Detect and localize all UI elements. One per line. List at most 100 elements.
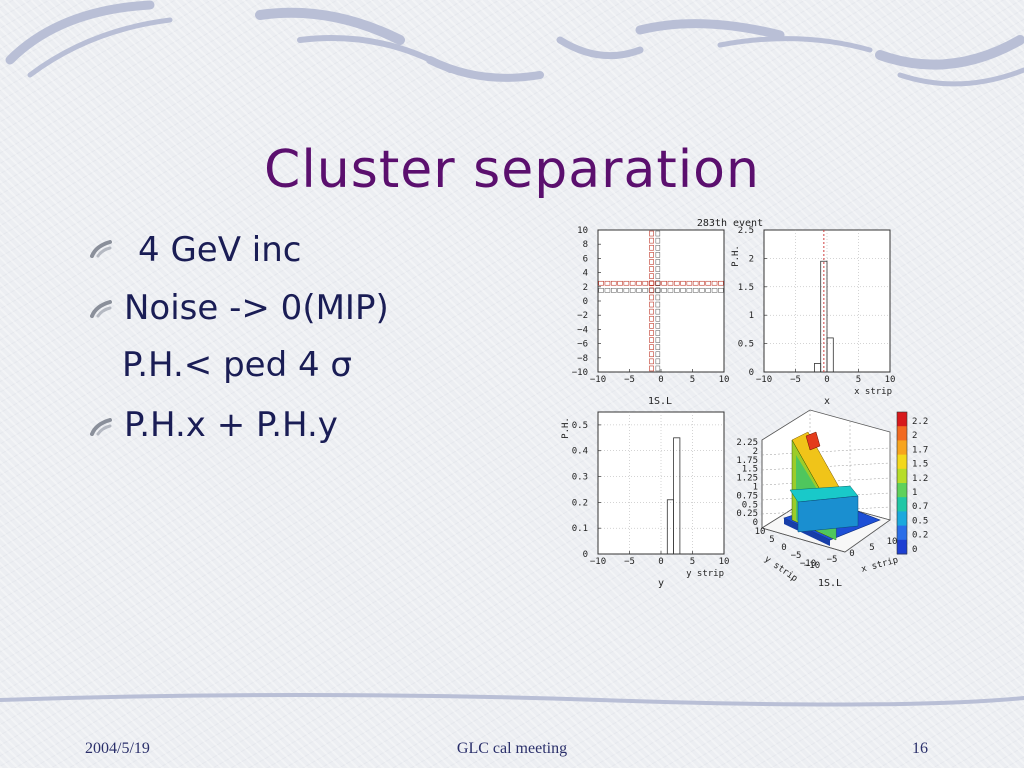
x-projection-y-ticks: 00.511.522.5 [738, 226, 767, 378]
bullet-swoosh-icon [90, 240, 112, 258]
lego-z-tick-label: 0 [753, 518, 758, 528]
lego-x-tick-label: −5 [827, 555, 838, 565]
hitmap-cell-row [598, 280, 604, 286]
hitmap-cell-row-2 [604, 288, 611, 293]
lego-z-tick-label: 1.25 [736, 474, 758, 484]
hitmap-cell-row-2 [711, 288, 718, 293]
hitmap-cell-col [649, 365, 654, 372]
hitmap-cell-row-2 [629, 288, 636, 293]
hitmap-cell-col-2 [655, 273, 661, 279]
y-projection-bar [673, 437, 681, 555]
y-projection-y-tick-label: 0.1 [572, 524, 588, 534]
lego-color-bar-tick-label: 2 [912, 431, 917, 441]
hitmap-cell-row [692, 280, 699, 286]
bullet-swoosh-icon [90, 418, 112, 436]
hitmap-cell-col [649, 244, 654, 251]
lego-front-edge [761, 527, 846, 553]
hitmap-cell-row [642, 280, 649, 286]
hitmap-cell-row [648, 280, 655, 286]
hitmap-cell-col-2 [655, 316, 661, 322]
y-projection-x-tick-label: 5 [690, 557, 695, 567]
lego-color-bar-segment [897, 468, 907, 484]
lego-ridge-y-side [797, 495, 859, 533]
hitmap-cell-row [680, 280, 686, 286]
hitmap-y-tick-label: 4 [583, 269, 588, 279]
hitmap-cell-row [686, 280, 693, 286]
hitmap-cell-col [649, 358, 654, 365]
x-projection-y-tick-label: 0.5 [738, 340, 754, 350]
lego-color-bar-segment [897, 412, 907, 427]
hitmap-y-tick-label: 6 [583, 254, 588, 264]
lego-z-tick-label: 2 [753, 447, 758, 457]
y-projection-label: y [658, 578, 664, 589]
hitmap-cell-col [649, 237, 654, 244]
hitmap-cell-col-2 [655, 245, 661, 251]
y-projection-grid [598, 412, 724, 554]
hitmap-cell-col-2 [655, 266, 661, 272]
hitmap-cell-col [649, 301, 654, 308]
lego-color-bar-tick-label: 0 [912, 545, 917, 555]
bullet-text-3: P.H.x + P.H.y [124, 405, 338, 445]
footer-page-number: 16 [912, 740, 928, 757]
lego-color-bar-segment [897, 525, 907, 541]
x-projection-label: x [824, 396, 830, 407]
lego-color-bar-tick-label: 1.5 [912, 460, 928, 470]
lego-label: 1S.L [818, 578, 842, 589]
lego-color-bar-tick-label: 0.7 [912, 502, 928, 512]
y-projection-x-tick-label: −10 [590, 557, 606, 567]
lego-z-tick-label: 0.25 [736, 509, 758, 519]
hitmap-cell-row [699, 280, 705, 286]
hitmap-y-tick-label: −10 [572, 368, 588, 378]
hitmap-y-tick-label: −2 [577, 311, 588, 321]
x-projection-x-tick-label: −10 [756, 375, 772, 385]
hitmap-cell-row [705, 280, 712, 286]
y-projection-y-tick-label: 0 [583, 550, 588, 560]
y-projection-frame [597, 411, 725, 555]
hitmap-cell-col-2 [655, 358, 661, 365]
hitmap-cell-col [649, 323, 654, 329]
hitmap-cell-col-2 [655, 308, 661, 315]
y-projection-y-tick-label: 0.2 [572, 498, 588, 508]
x-projection-y-tick-label: 0 [749, 368, 754, 378]
hitmap-cell-col [649, 266, 654, 272]
hitmap-cell-row [604, 280, 611, 286]
hitmap-cell-row-2 [611, 288, 617, 293]
hitmap-cell-row-2 [686, 288, 693, 293]
bullet-subtext: P.H.< ped 4 σ [122, 345, 352, 385]
hitmap-cell-col-2 [655, 252, 661, 258]
hitmap-cell-col-2 [655, 323, 661, 329]
hitmap-cell-row-2 [699, 288, 705, 293]
hitmap-cell-row-2 [718, 288, 724, 293]
hitmap-y-tick-label: 0 [583, 297, 588, 307]
x-projection-x-tick-label: 10 [885, 375, 896, 385]
hitmap-x-tick-label: 5 [690, 375, 695, 385]
y-projection-xlabel: y strip [686, 569, 724, 579]
hitmap-cell-row [718, 280, 724, 286]
lego-color-bar-segment [897, 440, 907, 456]
hitmap-cell-col [649, 351, 654, 358]
lego-color-bar-frame [896, 411, 908, 555]
lego-z-tick-label: 1 [753, 483, 758, 493]
hitmap-x-tick-label: −5 [624, 375, 635, 385]
hitmap-cell-col [649, 315, 654, 322]
lego-color-bar-tick-label: 2.2 [912, 417, 928, 427]
hitmap-cell-col [649, 287, 654, 294]
x-projection-y-tick-label: 2.5 [738, 226, 754, 236]
x-projection-x-tick-label: 5 [856, 375, 861, 385]
hitmap-y-tick-label: −8 [577, 354, 588, 364]
hitmap-cell-col-2 [655, 301, 661, 308]
lego-color-bar-segment [897, 483, 907, 498]
hitmap-cell-row [661, 280, 667, 286]
footer-center: GLC cal meeting [456, 740, 568, 757]
lego-z-tick-label: 1.75 [736, 456, 758, 466]
hitmap-cell-row-2 [598, 288, 604, 293]
lego-peak [805, 431, 821, 451]
hitmap-cell-row [636, 280, 642, 286]
